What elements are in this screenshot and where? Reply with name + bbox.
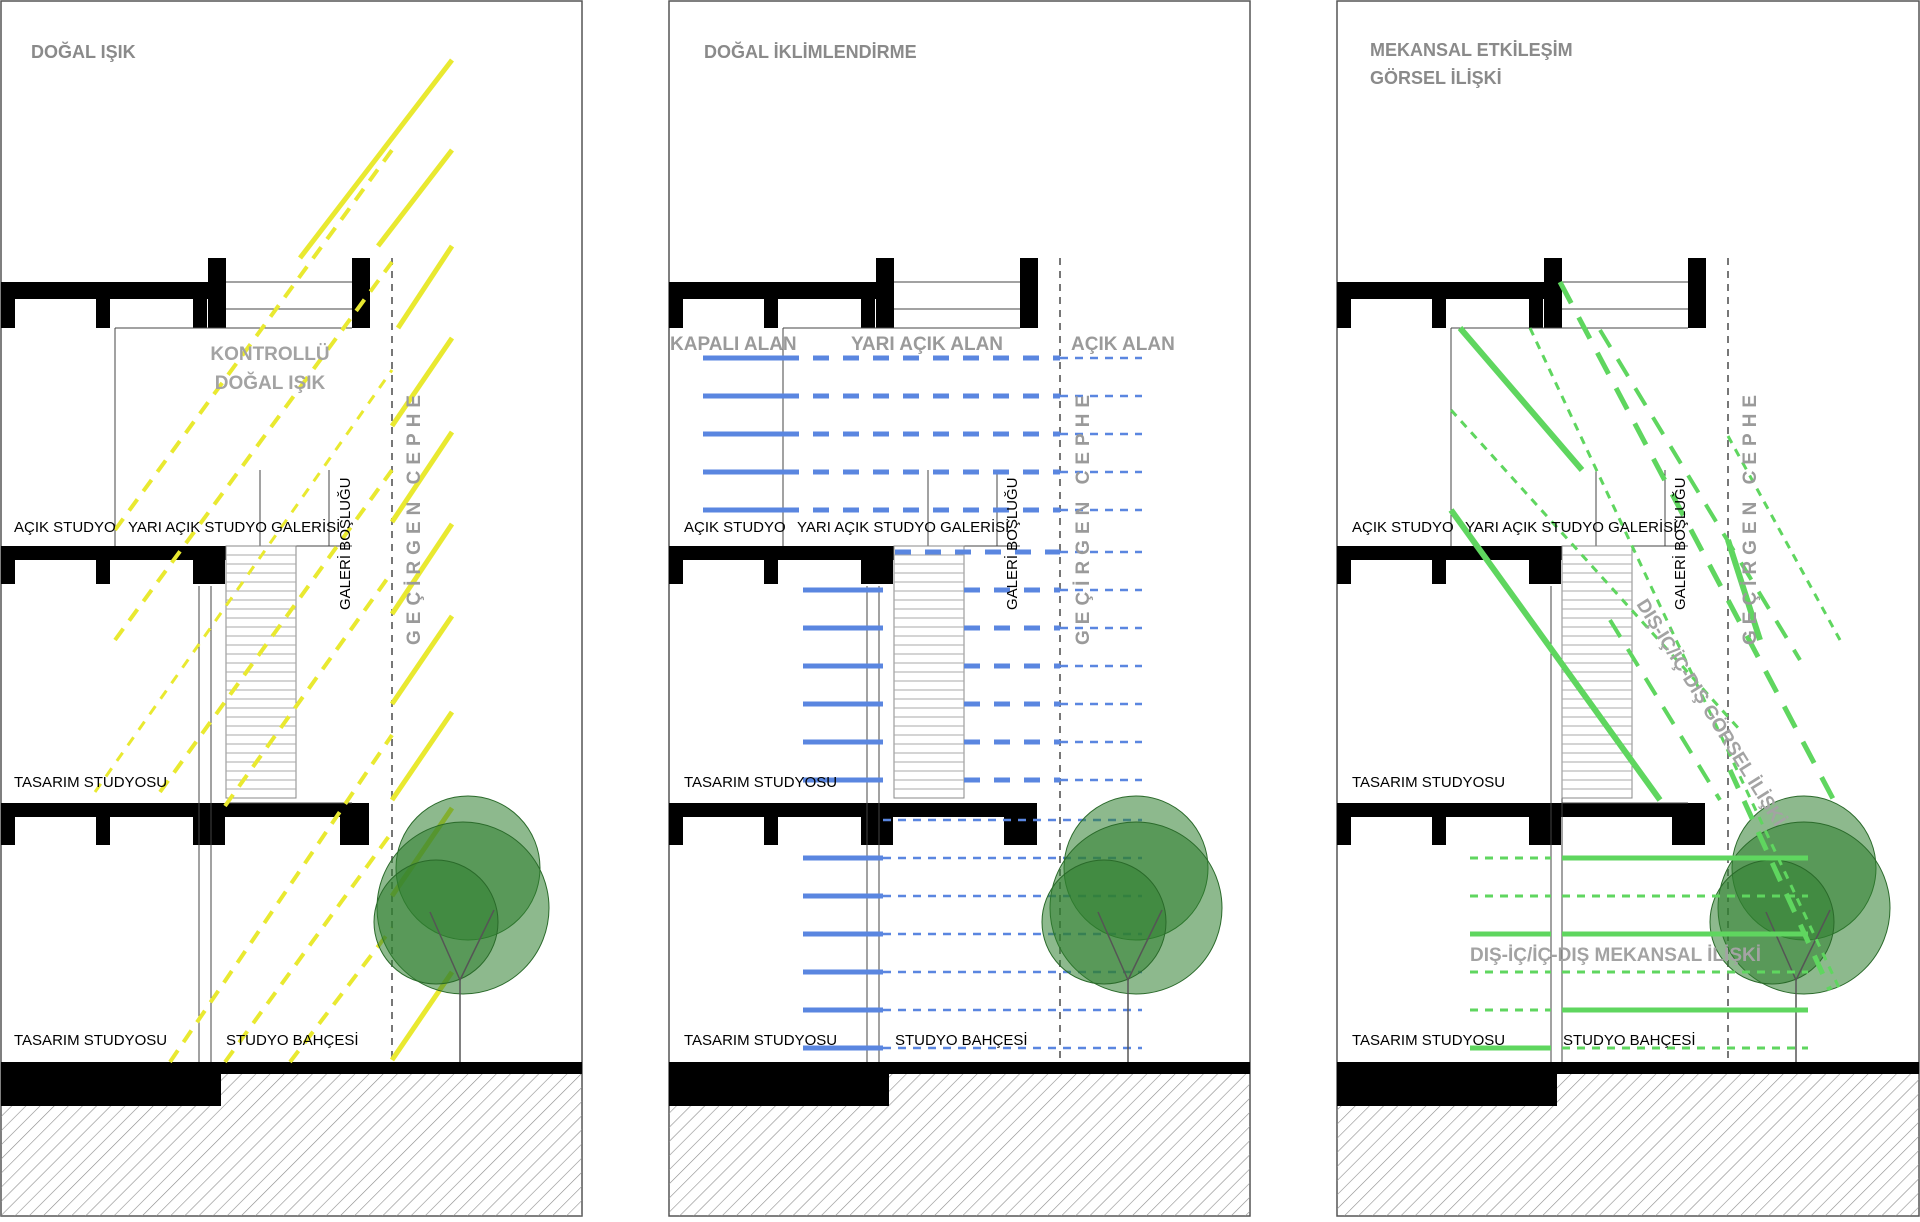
tree (1709, 795, 1891, 1062)
staircase (893, 545, 965, 799)
permeable-facade-label: GEÇİRGEN CEPHE (1740, 389, 1761, 645)
controlled-light-label-1: KONTROLLÜ (210, 344, 329, 365)
room-open-studio: AÇIK STUDYO (1352, 519, 1454, 536)
panel-title: DOĞAL IŞIK (31, 41, 136, 62)
room-semi-open-gallery: YARI AÇIK STUDYO GALERİSİ (1465, 518, 1677, 536)
zone-open: AÇIK ALAN (1071, 334, 1175, 355)
room-design-studio-mid: TASARIM STUDYOSU (1352, 774, 1505, 791)
building-lines (114, 281, 352, 1062)
room-design-studio-low: TASARIM STUDYOSU (1352, 1032, 1505, 1049)
building-structure (669, 258, 1250, 1106)
room-design-studio-low: TASARIM STUDYOSU (684, 1032, 837, 1049)
room-open-studio: AÇIK STUDYO (684, 519, 786, 536)
room-studio-garden: STUDYO BAHÇESİ (1563, 1031, 1696, 1049)
panel-spatial-interaction: MEKANSAL ETKİLEŞİM GÖRSEL İLİŞKİ (1336, 0, 1920, 1217)
room-design-studio-mid: TASARIM STUDYOSU (14, 774, 167, 791)
zone-semi-open: YARI AÇIK ALAN (851, 334, 1003, 355)
room-studio-garden: STUDYO BAHÇESİ (895, 1031, 1028, 1049)
gallery-void-label: GALERİ BOŞLUĞU (1003, 477, 1021, 610)
permeable-facade-label: GEÇİRGEN CEPHE (1073, 389, 1094, 645)
panel-natural-ventilation: DOĞAL İKLİMLENDİRME (668, 0, 1251, 1217)
permeable-facade-label: GEÇİRGEN CEPHE (404, 389, 425, 645)
room-semi-open-gallery: YARI AÇIK STUDYO GALERİSİ (128, 518, 340, 536)
visual-relation-lines (1448, 280, 1843, 1051)
tree (1041, 795, 1223, 1062)
controlled-light-label-2: DOĞAL IŞIK (215, 372, 326, 394)
room-open-studio: AÇIK STUDYO (14, 519, 116, 536)
tree (373, 795, 550, 1062)
gallery-void-label: GALERİ BOŞLUĞU (1671, 477, 1689, 610)
building-structure (1, 258, 582, 1106)
panel-title-line-1: MEKANSAL ETKİLEŞİM (1370, 40, 1573, 60)
spatial-relation-label: DIŞ-İÇ/İÇ-DIŞ MEKANSAL İLİŞKİ (1470, 945, 1761, 966)
room-design-studio-mid: TASARIM STUDYOSU (684, 774, 837, 791)
gallery-void-label: GALERİ BOŞLUĞU (336, 477, 354, 610)
panel-natural-light: DOĞAL IŞIK (0, 0, 583, 1217)
staircase (225, 545, 297, 799)
room-design-studio-low: TASARIM STUDYOSU (14, 1032, 167, 1049)
staircase (1561, 545, 1633, 799)
panel-title: DOĞAL İKLİMLENDİRME (704, 41, 917, 62)
building-structure (1337, 258, 1919, 1106)
zone-closed: KAPALI ALAN (670, 334, 797, 355)
panel-title-line-2: GÖRSEL İLİŞKİ (1370, 68, 1502, 88)
room-studio-garden: STUDYO BAHÇESİ (226, 1031, 359, 1049)
room-semi-open-gallery: YARI AÇIK STUDYO GALERİSİ (797, 518, 1009, 536)
